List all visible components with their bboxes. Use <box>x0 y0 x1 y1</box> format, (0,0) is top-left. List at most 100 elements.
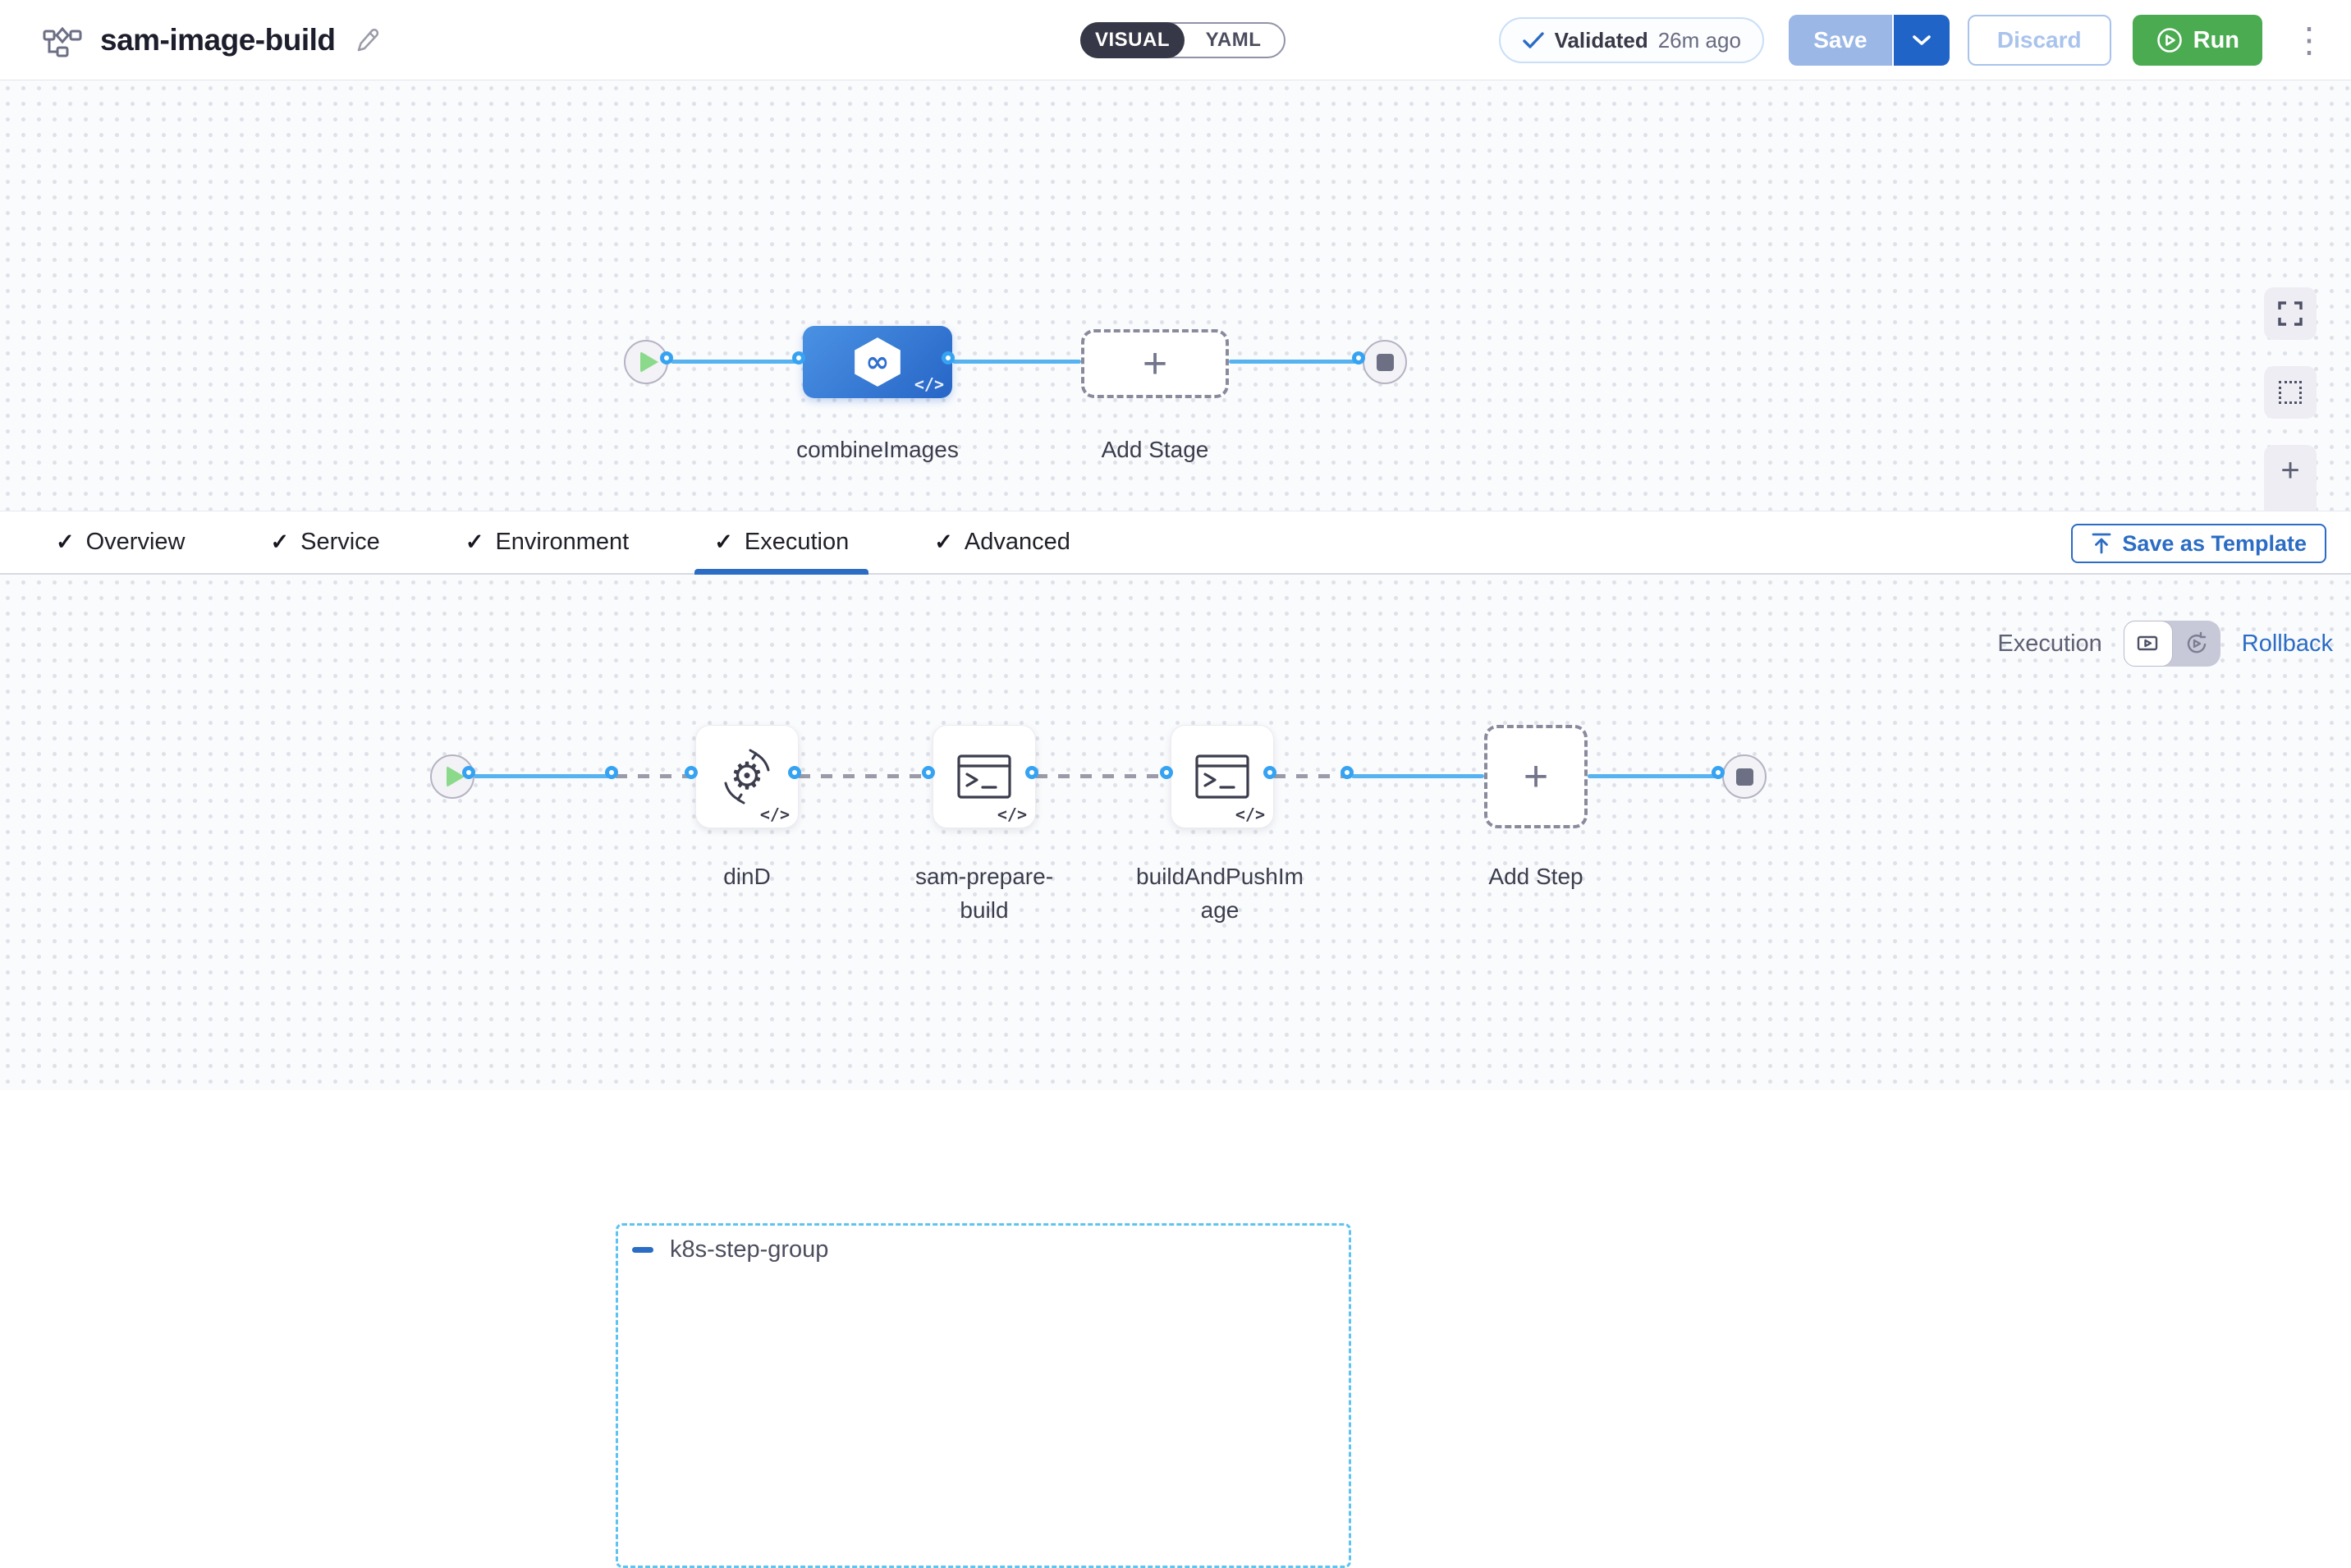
save-as-template-button[interactable]: Save as Template <box>2071 524 2326 563</box>
upload-icon <box>2091 532 2112 555</box>
plus-icon: + <box>1523 753 1549 800</box>
edit-title-button[interactable] <box>354 27 380 53</box>
tab-check-icon: ✓ <box>270 530 290 554</box>
gear-sync-icon: ⚙ <box>716 745 778 808</box>
marquee-select-button[interactable] <box>2264 366 2317 419</box>
port-group-in[interactable] <box>605 766 618 779</box>
tab-service[interactable]: ✓ Service <box>270 529 380 555</box>
edge-dind-to-samprepare <box>799 774 933 778</box>
step-label-buildandpushimage: buildAndPushImage <box>1136 864 1304 923</box>
add-stage-button[interactable]: + <box>1081 329 1229 398</box>
execution-rollback-toggle[interactable] <box>2123 621 2220 667</box>
pipeline-header: sam-image-build VISUAL YAML Validated 26… <box>0 0 2351 80</box>
code-badge-icon: </> <box>997 805 1027 824</box>
start-play-icon <box>640 351 658 373</box>
port-dind-out[interactable] <box>788 766 801 779</box>
edge-group-to-dind <box>616 774 695 778</box>
step-label-sam-prepare-build: sam-prepare-build <box>914 864 1054 923</box>
port-samprepare-in[interactable] <box>922 766 935 779</box>
run-button[interactable]: Run <box>2132 15 2262 66</box>
port-start-out[interactable] <box>462 766 475 779</box>
tab-execution[interactable]: ✓ Execution <box>694 511 869 575</box>
start-play-icon <box>447 766 465 787</box>
pipeline-title-group: sam-image-build <box>43 0 380 80</box>
add-step-label: Add Step <box>1488 864 1583 889</box>
execution-canvas[interactable]: Execution Rollback k8s-step-group <box>0 575 2351 1568</box>
port-dind-in[interactable] <box>685 766 698 779</box>
save-as-template-label: Save as Template <box>2122 530 2307 556</box>
tab-advanced[interactable]: ✓ Advanced <box>934 529 1070 555</box>
discard-button[interactable]: Discard <box>1967 15 2111 66</box>
stage-node-combineimages[interactable]: ∞ </> <box>803 326 952 398</box>
header-actions: Validated 26m ago Save Discard Run <box>1498 0 2333 80</box>
port-end-in[interactable] <box>1352 351 1365 364</box>
tab-check-icon: ✓ <box>56 530 75 554</box>
tab-check-icon: ✓ <box>934 530 953 554</box>
terminal-icon <box>1195 754 1249 799</box>
port-samprepare-out[interactable] <box>1025 766 1038 779</box>
code-badge-icon: </> <box>759 805 790 824</box>
collapse-group-button[interactable] <box>632 1247 653 1253</box>
tab-overview[interactable]: ✓ Overview <box>56 529 186 555</box>
step-node-dind[interactable]: ⚙ </> <box>695 725 799 828</box>
pipeline-end-node[interactable] <box>1363 340 1407 384</box>
more-options-button[interactable]: ⋮ <box>2292 21 2326 59</box>
validation-badge[interactable]: Validated 26m ago <box>1498 17 1764 63</box>
edge-addstep-to-end <box>1588 774 1722 778</box>
run-label: Run <box>2193 26 2239 53</box>
port-stage-out[interactable] <box>942 351 955 364</box>
chevron-down-icon <box>1911 33 1932 48</box>
code-badge-icon: </> <box>1235 805 1265 824</box>
edge-buildpush-to-groupend <box>1274 774 1351 778</box>
ci-hexagon-icon: ∞ <box>850 335 905 389</box>
tab-environment[interactable]: ✓ Environment <box>465 529 630 555</box>
code-badge-icon: </> <box>914 374 944 394</box>
port-end-in[interactable] <box>1712 766 1725 779</box>
port-group-out[interactable] <box>1340 766 1354 779</box>
edge-group-to-addstep <box>1351 774 1484 778</box>
edge-samprepare-to-buildpush <box>1036 774 1171 778</box>
port-buildpush-in[interactable] <box>1160 766 1173 779</box>
port-start-out[interactable] <box>660 351 673 364</box>
step-node-buildandpushimage[interactable]: </> <box>1171 725 1274 828</box>
tab-check-icon: ✓ <box>465 530 484 554</box>
validated-time: 26m ago <box>1657 27 1741 53</box>
port-stage-in[interactable] <box>792 351 805 364</box>
step-node-sam-prepare-build[interactable]: </> <box>933 725 1036 828</box>
execution-mode-button[interactable] <box>2123 621 2173 667</box>
zoom-in-button[interactable]: + <box>2280 452 2300 488</box>
svg-text:∞: ∞ <box>865 345 889 378</box>
save-button[interactable]: Save <box>1788 15 1892 66</box>
k8s-step-group-container[interactable] <box>616 1223 1351 1568</box>
edge-addstage-to-end <box>1229 360 1363 364</box>
svg-text:⚙: ⚙ <box>730 754 763 798</box>
fullscreen-icon <box>2278 301 2303 326</box>
validated-label: Validated <box>1554 27 1648 53</box>
rollback-link[interactable]: Rollback <box>2241 630 2333 657</box>
visual-toggle-button[interactable]: VISUAL <box>1080 22 1185 58</box>
execution-end-node[interactable] <box>1722 754 1767 799</box>
stage-tabs: ✓ Overview ✓ Service ✓ Environment ✓ Exe… <box>36 511 1136 575</box>
pipeline-icon <box>43 23 82 57</box>
execution-mode-label: Execution <box>1997 630 2102 657</box>
add-step-button[interactable]: + <box>1484 725 1588 828</box>
marquee-select-icon <box>2279 381 2302 404</box>
port-buildpush-out[interactable] <box>1263 766 1276 779</box>
edge-stage-to-addstage <box>952 360 1081 364</box>
fullscreen-button[interactable] <box>2264 287 2317 340</box>
view-mode-toggle: VISUAL YAML <box>1080 22 1285 58</box>
save-options-button[interactable] <box>1891 15 1950 66</box>
rollback-mode-button[interactable] <box>2173 621 2220 667</box>
plus-icon: + <box>1142 340 1168 387</box>
stage-canvas[interactable]: ∞ </> + combineImages Add Stage + − <box>0 80 2351 547</box>
edge-start-to-stage <box>671 360 803 364</box>
stage-tabbar: ✓ Overview ✓ Service ✓ Environment ✓ Exe… <box>0 511 2351 575</box>
terminal-icon <box>957 754 1011 799</box>
step-label-dind: dinD <box>723 864 771 889</box>
end-stop-icon <box>1735 768 1753 786</box>
tab-check-icon: ✓ <box>714 530 733 554</box>
step-group-label: k8s-step-group <box>670 1236 829 1263</box>
add-stage-label: Add Stage <box>1101 437 1209 462</box>
yaml-toggle-button[interactable]: YAML <box>1205 29 1262 51</box>
end-stop-icon <box>1376 353 1394 371</box>
